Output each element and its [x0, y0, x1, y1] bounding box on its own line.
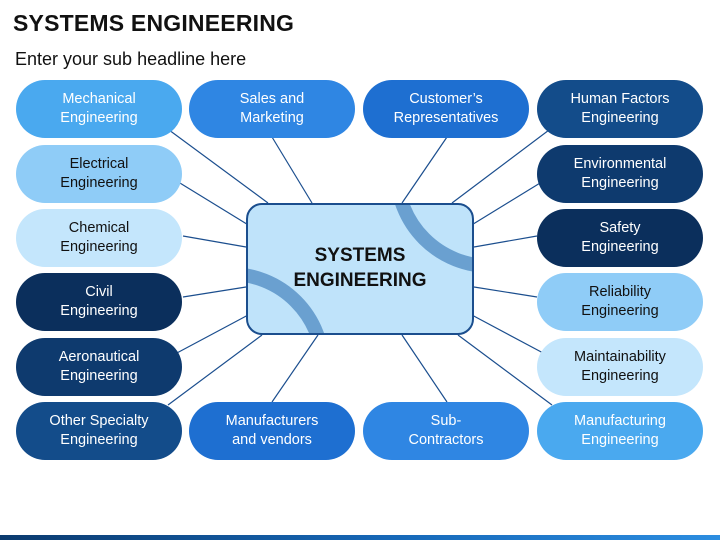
- footer-bar: [0, 535, 720, 540]
- connector-safety: [473, 235, 538, 248]
- connector-civil: [182, 286, 247, 298]
- node-sub-contractors: Sub- Contractors: [363, 402, 529, 460]
- node-civil-engineering: Civil Engineering: [16, 273, 182, 331]
- node-maintainability-engineering: Maintainability Engineering: [537, 338, 703, 396]
- node-sales-and-marketing: Sales and Marketing: [189, 80, 355, 138]
- node-environmental-engineering: Environmental Engineering: [537, 145, 703, 203]
- node-electrical-engineering: Electrical Engineering: [16, 145, 182, 203]
- node-manufacturing-engineering: Manufacturing Engineering: [537, 402, 703, 460]
- node-mechanical-engineering: Mechanical Engineering: [16, 80, 182, 138]
- page-title: SYSTEMS ENGINEERING: [13, 10, 295, 36]
- node-manufacturers-and-vendors: Manufacturers and vendors: [189, 402, 355, 460]
- connector-reliability: [473, 286, 538, 298]
- connector-manufacturers: [271, 334, 319, 403]
- node-other-specialty-engineering: Other Specialty Engineering: [16, 402, 182, 460]
- connector-aeronautical: [174, 313, 251, 355]
- connector-electrical: [174, 179, 251, 227]
- node-aeronautical-engineering: Aeronautical Engineering: [16, 338, 182, 396]
- connector-subcontractors: [401, 334, 448, 403]
- node-chemical-engineering: Chemical Engineering: [16, 209, 182, 267]
- connector-maintainability: [469, 313, 546, 355]
- node-reliability-engineering: Reliability Engineering: [537, 273, 703, 331]
- node-customers-representatives: Customer’s Representatives: [363, 80, 529, 138]
- connector-human-factors: [451, 126, 554, 204]
- connector-mechanical: [164, 126, 269, 204]
- connector-chemical: [182, 235, 247, 248]
- connector-sales: [271, 136, 313, 204]
- center-label: SYSTEMS ENGINEERING: [293, 245, 427, 291]
- center-node: SYSTEMS ENGINEERING: [246, 203, 474, 335]
- node-human-factors-engineering: Human Factors Engineering: [537, 80, 703, 138]
- connector-customers: [401, 136, 448, 204]
- page-subtitle: Enter your sub headline here: [15, 49, 247, 69]
- node-safety-engineering: Safety Engineering: [537, 209, 703, 267]
- connector-manufacturing: [457, 334, 553, 406]
- connector-other-specialty: [167, 334, 263, 406]
- connector-environmental: [469, 179, 546, 227]
